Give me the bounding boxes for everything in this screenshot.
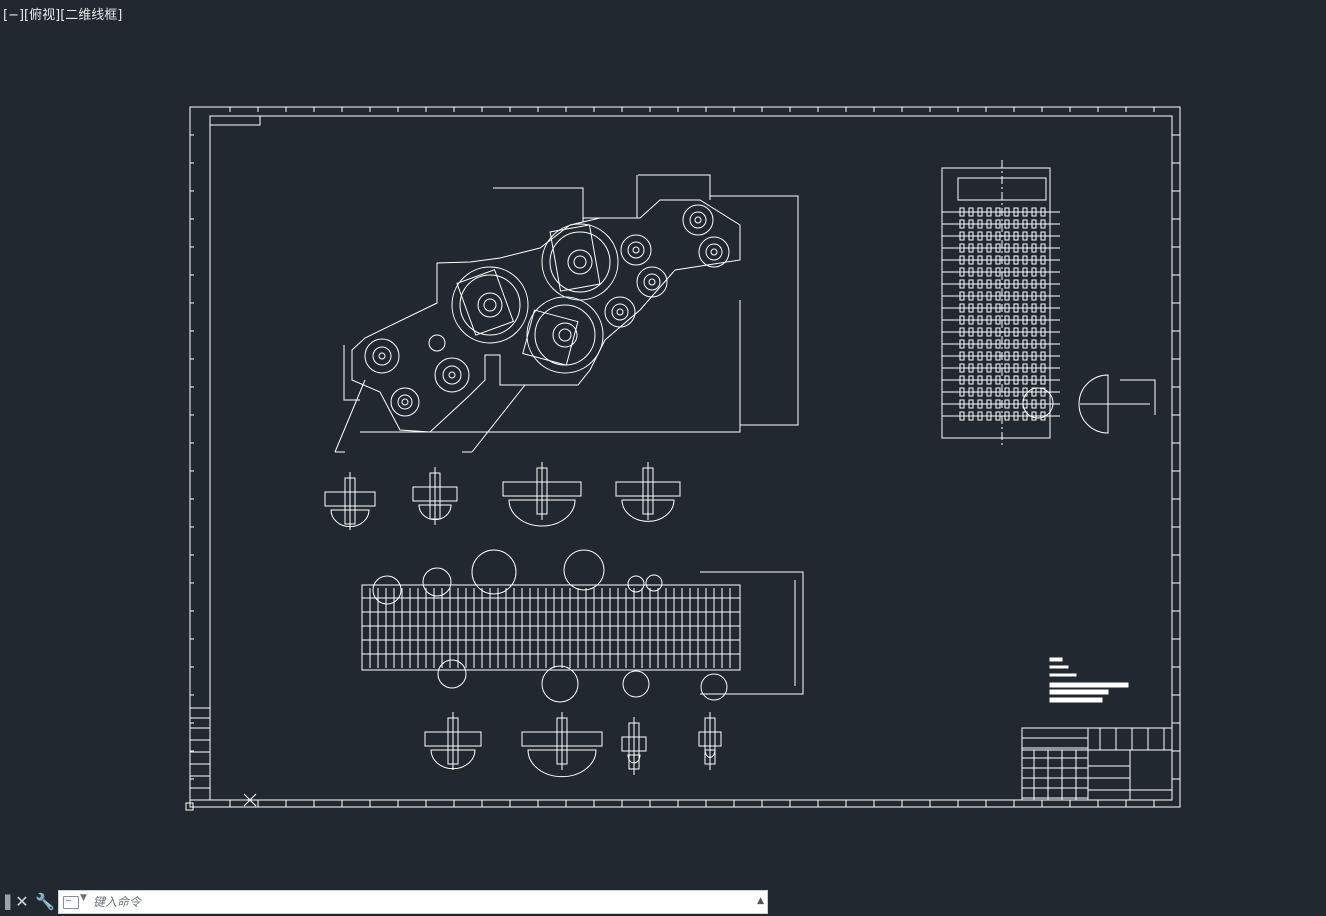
section-details-row-1 (324, 462, 681, 530)
ucs-cross-icon (243, 793, 257, 807)
section-details-row-2 (424, 712, 722, 778)
visual-style-menu[interactable]: [二维线框] (60, 8, 123, 23)
corner-tag (209, 115, 261, 126)
sheet-inner-border (209, 115, 1173, 801)
end-view-assembly (941, 160, 1156, 445)
side-view-assembly (334, 174, 799, 453)
viewport-controls-menu[interactable]: [−] (3, 8, 25, 23)
roller-3 (620, 234, 652, 266)
roller-5 (604, 296, 636, 328)
sheet-outer-border (189, 106, 1181, 808)
plan-view-shafts (362, 588, 740, 668)
close-icon[interactable]: ✕ (15, 892, 29, 911)
command-input[interactable] (93, 892, 733, 912)
border-zone-ticks (190, 107, 1180, 807)
command-line-bar: ▪▪▪ ✕ 🔧 ▼ ▲ (0, 888, 770, 916)
technical-requirements-block (1049, 657, 1129, 703)
ucs-origin-box (185, 802, 194, 811)
roller-2 (698, 236, 730, 268)
roller-6 (364, 338, 400, 374)
end-view-shaft-rows (942, 207, 1060, 421)
viewport-label: [−][俯视][二维线框] (3, 4, 122, 23)
drag-grip-icon[interactable]: ▪▪▪ (4, 890, 12, 913)
gear-large-1 (451, 266, 529, 344)
gear-large-3 (526, 296, 604, 374)
drawing-canvas[interactable] (0, 0, 1326, 888)
roller-7 (434, 357, 470, 393)
command-input-box: ▼ ▲ (58, 890, 768, 914)
plan-view-assembly (361, 549, 804, 703)
chevron-up-icon[interactable]: ▲ (757, 896, 764, 906)
left-revision-box (189, 707, 211, 801)
command-prompt-icon[interactable] (63, 896, 79, 909)
gear-large-2 (541, 223, 619, 301)
title-block (1021, 727, 1173, 801)
wrench-icon[interactable]: 🔧 (35, 892, 55, 911)
roller-1 (682, 204, 714, 236)
roller-8 (390, 387, 420, 417)
roller-4 (636, 266, 668, 298)
view-cube-top-menu[interactable]: [俯视] (24, 8, 61, 23)
chevron-down-icon[interactable]: ▼ (80, 893, 87, 903)
